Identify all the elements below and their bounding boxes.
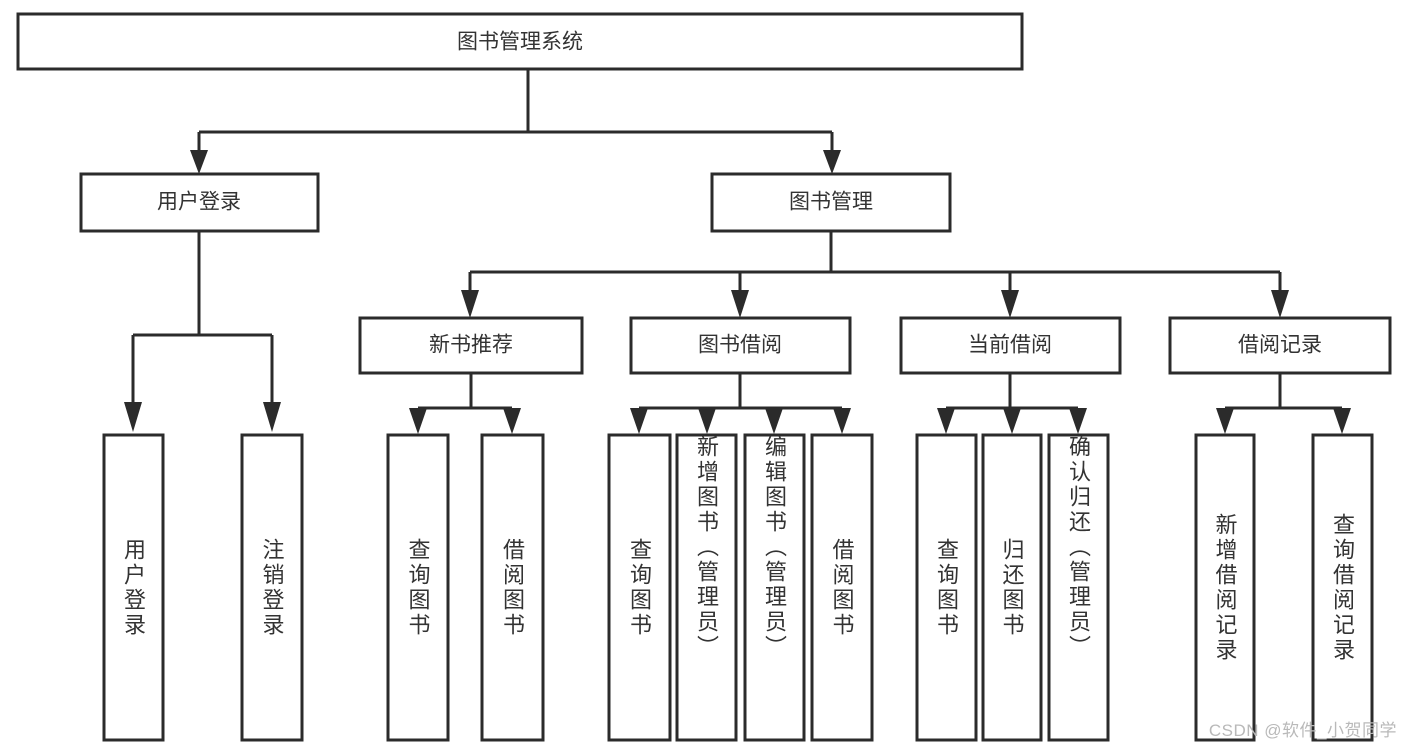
arrow-head-cb-leaf-3	[1069, 408, 1087, 434]
leaf-box-new-book-recommend-2[interactable]	[480, 433, 545, 742]
user-login-label: 用户登录	[157, 191, 241, 214]
arrow-head-nbr-leaf-1	[409, 408, 427, 434]
leaf-box-book-borrow-3[interactable]	[743, 433, 806, 742]
borrow-record-box[interactable]	[1168, 316, 1392, 375]
leaf-box-current-borrow-2[interactable]	[981, 433, 1043, 742]
leaf-box-book-borrow-1[interactable]	[607, 433, 672, 742]
node-current-borrow[interactable]: 当前借阅	[899, 316, 1122, 375]
new-book-recommend-label: 新书推荐	[429, 334, 513, 357]
arrow-head-borrow-record	[1271, 290, 1289, 318]
leaf-box-book-borrow-2[interactable]	[675, 433, 738, 742]
arrow-head-bb-leaf-4	[833, 408, 851, 434]
current-borrow-label: 当前借阅	[968, 334, 1052, 357]
book-borrow-label: 图书借阅	[698, 334, 782, 357]
leaf-box-current-borrow-1[interactable]	[915, 433, 978, 742]
arrow-head-book-manage-icon	[823, 150, 841, 174]
root-label: 图书管理系统	[457, 31, 583, 54]
arrow-head-cb-leaf-1	[937, 408, 955, 434]
borrow-record-label: 借阅记录	[1238, 334, 1322, 357]
arrow-head-new-book-recommend	[461, 290, 479, 318]
book-manage-label: 图书管理	[789, 191, 873, 214]
node-root[interactable]: 图书管理系统	[16, 12, 1024, 71]
arrow-head-cb-leaf-2	[1003, 408, 1021, 434]
new-book-recommend-box[interactable]	[358, 316, 584, 375]
arrow-head-leaf-user-login-2	[263, 402, 281, 432]
arrow-head-leaf-user-login-1	[124, 402, 142, 432]
arrow-head-bb-leaf-2	[698, 408, 716, 434]
book-manage-box[interactable]	[710, 172, 952, 233]
leaf-box-new-book-recommend-1[interactable]	[386, 433, 450, 742]
leaf-box-borrow-record-2[interactable]	[1311, 433, 1374, 742]
arrow-head-br-leaf-2	[1333, 408, 1351, 434]
arrow-head-bb-leaf-3	[765, 408, 783, 434]
node-book-borrow[interactable]: 图书借阅	[629, 316, 852, 375]
root-box[interactable]	[16, 12, 1024, 71]
node-new-book-recommend[interactable]: 新书推荐	[358, 316, 584, 375]
leaf-box-book-borrow-4[interactable]	[810, 433, 874, 742]
arrow-head-user-login-icon	[190, 150, 208, 174]
node-book-manage[interactable]: 图书管理	[710, 172, 952, 233]
arrow-head-nbr-leaf-2	[503, 408, 521, 434]
leaf-box-user-login-2[interactable]	[240, 433, 304, 742]
arrow-head-bb-leaf-1	[630, 408, 648, 434]
arrow-head-current-borrow	[1001, 290, 1019, 318]
book-borrow-box[interactable]	[629, 316, 852, 375]
node-borrow-record[interactable]: 借阅记录	[1168, 316, 1392, 375]
leaf-box-user-login-1[interactable]	[102, 433, 165, 742]
arrow-head-br-leaf-1	[1216, 408, 1234, 434]
node-user-login[interactable]: 用户登录	[79, 172, 320, 233]
leaf-box-borrow-record-1[interactable]	[1194, 433, 1256, 742]
leaf-box-current-borrow-3[interactable]	[1047, 433, 1110, 742]
csdn-watermark: CSDN @软件_小贺同学	[1208, 721, 1397, 740]
current-borrow-box[interactable]	[899, 316, 1122, 375]
arrow-head-book-borrow	[731, 290, 749, 318]
